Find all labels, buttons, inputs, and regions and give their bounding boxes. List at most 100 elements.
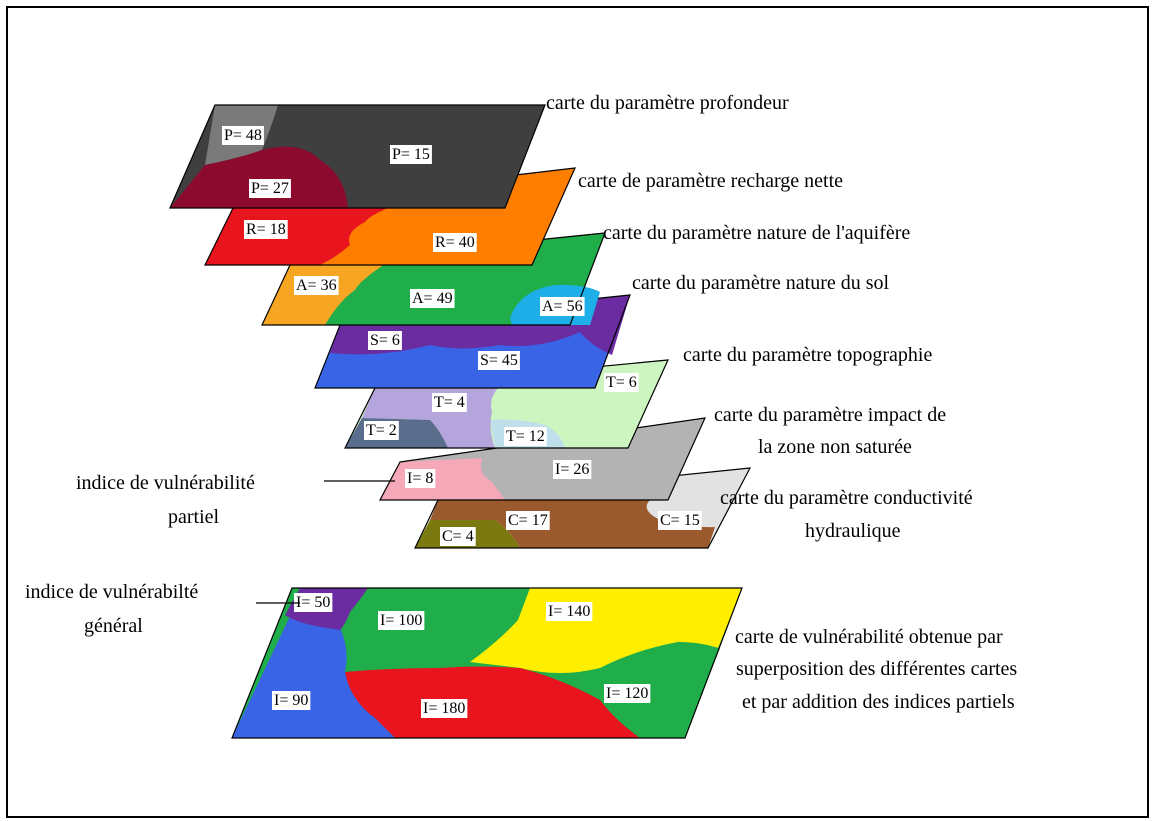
zone-label-p27: P= 27 [249,179,291,198]
zone-label-box-i26 [553,460,592,479]
zone-label-box-i8 [405,469,436,488]
zone-label-box-a36 [294,276,339,295]
zone-label-text-i120: I= 120 [606,685,648,702]
zone-label-box-p48 [222,126,264,145]
zone-label-box-a56 [540,297,585,316]
zone-label-box-c4 [440,527,476,546]
zone-label-box-c17 [506,511,550,530]
zone-label-text-p27: P= 27 [251,180,289,197]
zone-label-t6: T= 6 [604,373,639,392]
zone-label-box-t4 [432,393,467,412]
zone-label-text-p48: P= 48 [224,127,262,144]
zone-i8-fill [380,458,505,500]
zone-label-c4: C= 4 [440,527,476,546]
zone-label-text-a56: A= 56 [542,298,583,315]
zone-label-box-i100 [378,611,425,630]
zone-label-box-p15 [390,145,432,164]
zone-label-s45: S= 45 [478,351,520,370]
caption-final-line2: superposition des différentes cartes [736,658,1017,680]
zone-label-box-t12 [504,427,547,446]
zone-label-text-s6: S= 6 [370,332,400,349]
layer-profondeur-outline [169,104,546,209]
caption-profondeur: carte du paramètre profondeur [546,92,789,114]
zone-label-text-r18: R= 18 [246,221,286,238]
caption-partiel-line2: partiel [168,506,220,528]
zone-label-text-i140: I= 140 [548,603,590,620]
zone-label-text-s45: S= 45 [480,352,518,369]
caption-general-line2: général [84,615,143,637]
zone-label-text-i26: I= 26 [555,461,589,478]
zone-label-text-p15: P= 15 [392,146,430,163]
zone-label-a49: A= 49 [410,289,455,308]
caption-impact-line2: la zone non saturée [758,436,912,458]
zone-label-i120: I= 120 [604,684,651,703]
zone-label-box-a49 [410,289,455,308]
caption-general-line1: indice de vulnérabilté [25,581,198,603]
zone-label-box-s6 [368,331,402,350]
zone-label-a56: A= 56 [540,297,585,316]
zone-i140-fill [470,588,742,673]
zone-label-text-r40: R= 40 [435,234,475,251]
zone-label-text-c4: C= 4 [442,528,474,545]
zone-label-i140: I= 140 [546,602,593,621]
caption-partiel-line1: indice de vulnérabilité [76,472,255,494]
zone-label-box-p27 [249,179,291,198]
zone-label-text-i90: I= 90 [274,692,308,709]
zone-label-i26: I= 26 [553,460,592,479]
zone-label-i8: I= 8 [405,469,436,488]
zone-label-c15: C= 15 [658,511,702,530]
zone-i120-fill [595,642,720,738]
zone-label-box-r40 [433,233,477,252]
zone-label-p15: P= 15 [390,145,432,164]
zone-label-text-i180: I= 180 [423,700,465,717]
zone-label-t2: T= 2 [364,421,399,440]
zone-label-text-a36: A= 36 [296,277,337,294]
zone-label-i50: I= 50 [294,593,333,612]
zone-label-t4: T= 4 [432,393,467,412]
zone-label-text-c15: C= 15 [660,512,700,529]
caption-conductivite-line2: hydraulique [805,520,901,542]
caption-recharge: carte de paramètre recharge nette [578,170,843,192]
caption-sol: carte du paramètre nature du sol [632,272,890,294]
layer-general-outline [231,587,743,739]
zone-label-text-i8: I= 8 [407,470,433,487]
zone-label-box-t6 [604,373,639,392]
caption-conductivite-line1: carte du paramètre conductivité [720,487,973,509]
zone-label-c17: C= 17 [506,511,550,530]
zone-label-s6: S= 6 [368,331,402,350]
zone-label-box-i140 [546,602,593,621]
zone-label-text-i100: I= 100 [380,612,422,629]
zone-label-text-t6: T= 6 [606,374,637,391]
caption-final-line3: et par addition des indices partiels [742,691,1015,713]
zone-label-box-r18 [244,220,288,239]
zone-label-i100: I= 100 [378,611,425,630]
zone-label-i90: I= 90 [272,691,311,710]
zone-label-p48: P= 48 [222,126,264,145]
zone-label-r40: R= 40 [433,233,477,252]
zone-i180-fill [345,666,640,738]
caption-aquifere: carte du paramètre nature de l'aquifère [603,222,910,244]
zone-label-text-c17: C= 17 [508,512,548,529]
zone-labels: P= 48 P= 15 P= 27 R= 18 R= 40 A= 36 A= 49 A= 56… [222,126,702,718]
zone-label-box-i90 [272,691,311,710]
zone-label-r18: R= 18 [244,220,288,239]
zone-label-box-i180 [421,699,468,718]
caption-final-line1: carte de vulnérabilité obtenue par [735,626,1003,648]
zone-label-t12: T= 12 [504,427,547,446]
zone-label-text-i50: I= 50 [296,594,330,611]
caption-topographie: carte du paramètre topographie [683,344,932,366]
zone-label-text-t12: T= 12 [506,428,545,445]
zone-label-text-t2: T= 2 [366,422,397,439]
zone-label-box-s45 [478,351,520,370]
zone-p27-fill [170,146,348,208]
zone-c17-fill [430,500,715,548]
caption-impact-line1: carte du paramètre impact de [714,404,946,426]
zone-label-box-c15 [658,511,702,530]
zone-label-a36: A= 36 [294,276,339,295]
zone-label-text-t4: T= 4 [434,394,465,411]
zone-label-box-t2 [364,421,399,440]
zone-label-i180: I= 180 [421,699,468,718]
layer-profondeur [169,104,546,209]
zone-label-box-i120 [604,684,651,703]
